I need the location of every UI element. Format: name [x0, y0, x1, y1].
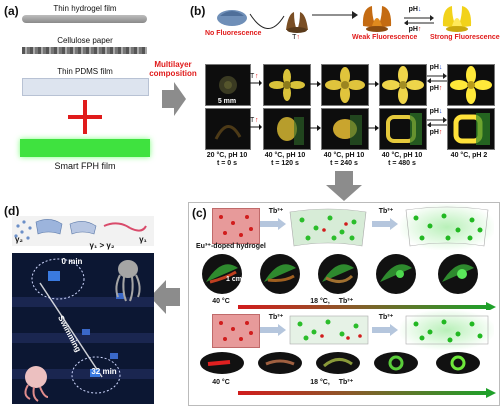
- plus-sign: [68, 100, 102, 134]
- swim-schematic: [12, 216, 154, 246]
- tb-label-3: Tb³⁺: [268, 314, 284, 321]
- gradient-arrow-row1: [238, 302, 496, 312]
- swimming-photo: [12, 253, 154, 404]
- ph-down-label: pH↓: [408, 6, 422, 13]
- arrow-row2-2: [309, 125, 321, 131]
- row2-t40: 40 °C: [212, 379, 230, 386]
- state-strong-fluorescence: Strong Fluorescence: [430, 34, 500, 41]
- arrow-row1-2: [309, 81, 321, 87]
- svg-text:T: T: [250, 73, 255, 80]
- photo-flower-0: [205, 64, 251, 106]
- panel-b-label: (b): [190, 4, 206, 18]
- state-weak-fluorescence: Weak Fluorescence: [352, 34, 418, 41]
- layer-label-cellulose: Cellulose paper: [57, 36, 113, 45]
- state-no-fluorescence: No Fluorescence: [205, 30, 262, 37]
- bilayer-bent-1: [288, 206, 368, 248]
- smart-fph-film: [20, 139, 150, 157]
- scale-5mm: 5 mm: [217, 98, 237, 105]
- svg-text:T: T: [250, 117, 255, 124]
- t-arrow-row2: T ↑: [250, 117, 262, 130]
- hydrogel-block-2: [212, 314, 260, 348]
- curve-arrow: [249, 13, 285, 29]
- ph-row2-label: pH↓: [429, 108, 443, 115]
- row1-t40: 40 °C: [212, 298, 230, 305]
- layer-label-hydrogel: Thin hydrogel film: [53, 4, 117, 13]
- photo-flower-3: [379, 64, 427, 106]
- photo-leaf-0: [205, 108, 251, 150]
- hydrogel-label: Eu³⁺-doped hydrogel: [196, 243, 266, 250]
- gradient-arrow-row2: [238, 388, 496, 398]
- layer-label-pdms: Thin PDMS film: [57, 67, 113, 76]
- tb-arrow-1: [260, 218, 286, 230]
- flower-open-orange-icon: [362, 6, 392, 32]
- t-arrow-row1: T ↑: [250, 73, 262, 86]
- panel-c-label: (c): [192, 206, 207, 220]
- hydrogel-block-1: [212, 208, 260, 244]
- gamma2-label: γ₂: [14, 235, 23, 244]
- arrow-b-to-c: [326, 171, 362, 201]
- flower-half-open-icon: [286, 12, 308, 33]
- row1-tb: Tb³⁺: [338, 298, 354, 305]
- photo-flower-2: [321, 64, 369, 106]
- equilibrium-arrows-top: [404, 15, 434, 25]
- pdms-film: [22, 78, 149, 96]
- tb-label-2: Tb³⁺: [378, 208, 394, 215]
- row2-t18: 18 °C,: [310, 379, 330, 386]
- gamma-relation: γ₁ > γ₂: [89, 241, 115, 250]
- arrow-a-to-b: [162, 82, 186, 116]
- bilayer-bent-2: [400, 204, 494, 250]
- flower-open-yellow-icon: [442, 6, 472, 32]
- photo-flower-4: [447, 64, 495, 106]
- svg-text:↑: ↑: [255, 117, 259, 124]
- ph-row1-label: pH↓: [429, 64, 443, 71]
- cellulose-paper: [22, 47, 147, 54]
- row1-t18: 18 °C,: [310, 298, 330, 305]
- tb-label-1: Tb³⁺: [268, 208, 284, 215]
- condition-4: 40 °C, pH 2: [450, 152, 488, 159]
- ph-up-label: pH↑: [408, 26, 422, 33]
- flower-closed-icon: [217, 10, 247, 26]
- equilibrium-row1: [427, 73, 447, 83]
- worm-photo-row2: [196, 350, 496, 376]
- arrow-c-to-d: [150, 280, 180, 314]
- photo-leaf-4: [447, 108, 495, 150]
- row2-tb: Tb³⁺: [338, 379, 354, 386]
- hydrogel-film: [22, 15, 147, 23]
- tb-arrow-4: [372, 324, 398, 336]
- time-0min: 0 min: [61, 257, 83, 266]
- panel-a-label: (a): [4, 4, 19, 18]
- ph-row1-label-up: pH↑: [429, 85, 443, 92]
- ph-row2-label-up: pH↑: [429, 129, 443, 136]
- arrow-right-1: [312, 11, 358, 19]
- bilayer-flat-1: [288, 312, 370, 348]
- product-label: Smart FPH film: [54, 161, 116, 171]
- time-32min: 32 min: [91, 367, 117, 376]
- t-up-label: T↑: [292, 34, 300, 41]
- tb-label-4: Tb³⁺: [378, 314, 394, 321]
- arrow-row2-3: [367, 125, 379, 131]
- bilayer-flat-2: [400, 310, 494, 350]
- photo-leaf-1: [263, 108, 311, 150]
- photo-flower-1: [263, 64, 311, 106]
- composition-label: Multilayer composition: [149, 60, 197, 78]
- leaf-photo-row1: [196, 252, 496, 296]
- gamma1-label: γ₁: [139, 235, 147, 244]
- tb-arrow-3: [260, 324, 286, 336]
- photo-leaf-3: [379, 108, 427, 150]
- photo-leaf-2: [321, 108, 369, 150]
- scale-1cm: 1 cm: [226, 276, 242, 283]
- arrow-row1-3: [367, 81, 379, 87]
- panel-d-label: (d): [4, 204, 20, 218]
- svg-text:↑: ↑: [255, 73, 259, 80]
- tb-arrow-2: [372, 218, 398, 230]
- equilibrium-row2: [427, 117, 447, 127]
